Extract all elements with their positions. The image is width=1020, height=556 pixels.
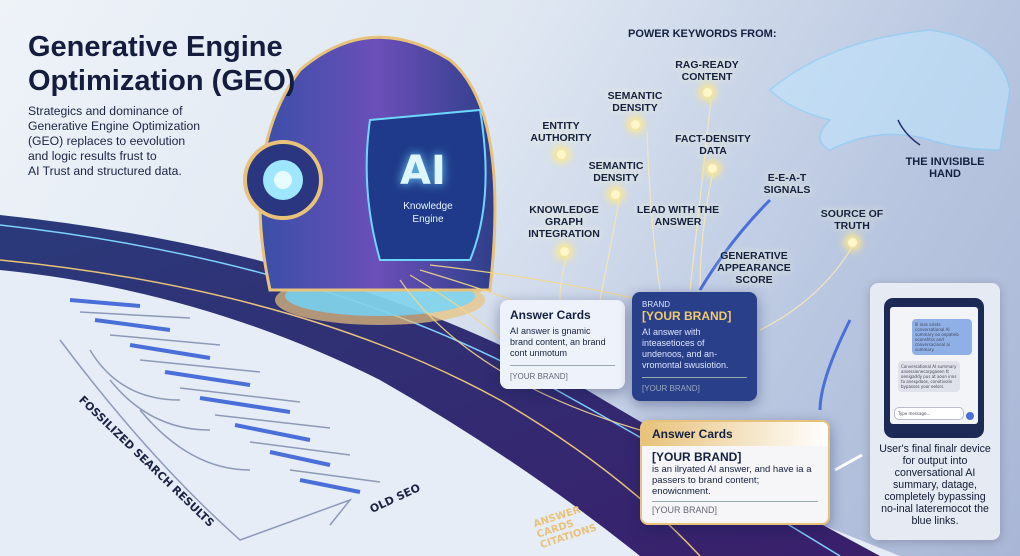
engine-sub-label: Knowledge Engine <box>403 201 453 225</box>
keyword-node <box>560 247 569 256</box>
invisible-hand-label: THE INVISIBLE HAND <box>905 156 985 180</box>
keyword-semantic-density-2: SEMANTIC DENSITY <box>588 160 644 184</box>
keyword-node <box>708 164 717 173</box>
keyword-node <box>848 238 857 247</box>
device-caption: User's final finalr device for output in… <box>879 443 991 527</box>
keyword-node <box>611 190 620 199</box>
keyword-semantic-density-1: SEMANTIC DENSITY <box>607 90 663 114</box>
engine-big-label: AI <box>400 148 446 194</box>
page-title: Generative Engine Optimization (GEO) <box>28 31 296 97</box>
keyword-fact-density: FACT-DENSITY DATA <box>675 133 751 157</box>
keyword-knowledge-graph: KNOWLEDGE GRAPH INTEGRATION <box>528 204 600 240</box>
keyword-rag-ready: RAG-READY CONTENT <box>675 59 739 83</box>
keyword-eeat-signals: E-E-A-T SIGNALS <box>763 172 811 196</box>
send-icon[interactable] <box>966 412 974 420</box>
keyword-node <box>631 120 640 129</box>
message-input[interactable]: Type message... <box>894 407 964 420</box>
keywords-heading: POWER KEYWORDS FROM: <box>628 28 777 40</box>
keyword-lead-with-answer: LEAD WITH THE ANSWER <box>636 204 720 228</box>
user-chat-bubble: Ill inse ssiets conversational AI summar… <box>912 319 972 355</box>
ai-chat-bubble: Conversational AI summary ansessionecarp… <box>898 361 960 392</box>
keyword-entity-authority: ENTITY AUTHORITY <box>530 120 592 144</box>
keyword-generative-appearance: GENERATIVE APPEARANCE SCORE <box>717 250 791 286</box>
keyword-source-of-truth: SOURCE OF TRUTH <box>820 208 884 232</box>
user-device-panel: Ill inse ssiets conversational AI summar… <box>870 283 1000 540</box>
keyword-node <box>557 150 566 159</box>
answer-card-front[interactable]: Answer Cards [YOUR BRAND]is an ilryated … <box>640 420 830 525</box>
tablet-device: Ill inse ssiets conversational AI summar… <box>884 298 984 438</box>
keyword-node <box>703 88 712 97</box>
invisible-hand <box>768 29 1011 151</box>
answer-card-middle[interactable]: BRAND[YOUR BRAND]AI answer with inteaset… <box>632 292 757 401</box>
